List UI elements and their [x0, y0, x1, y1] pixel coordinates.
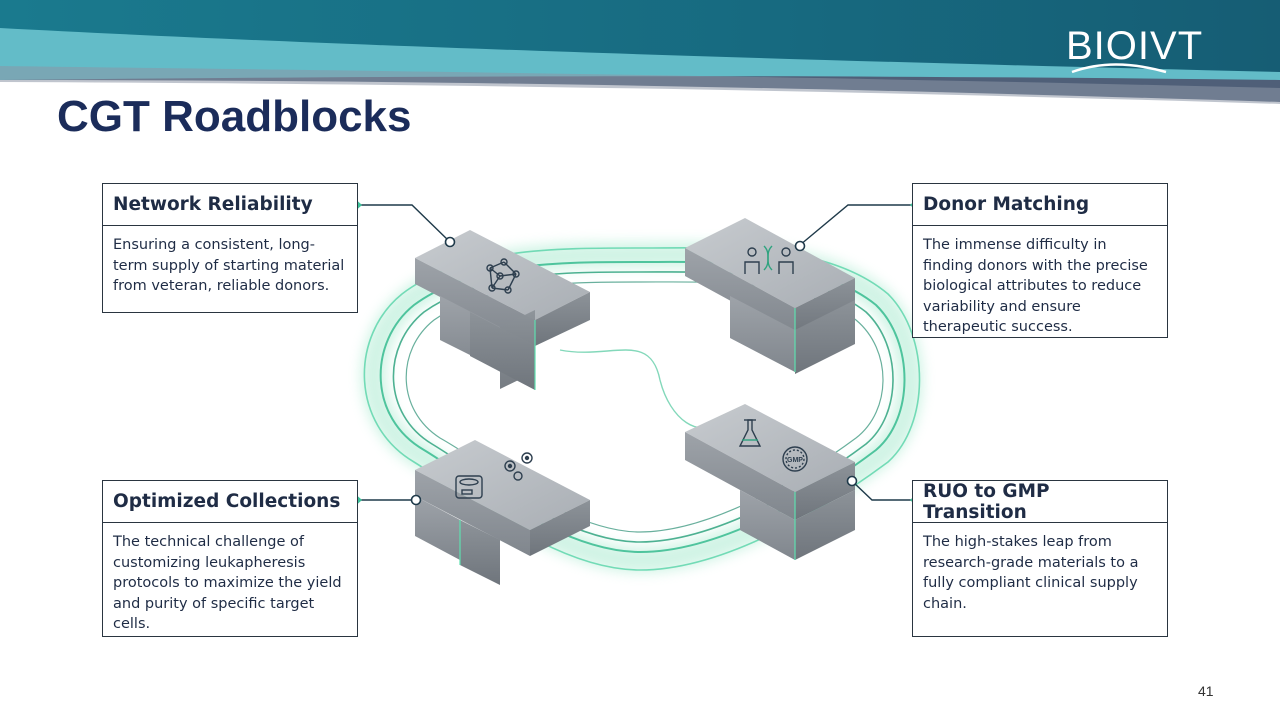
- block-donor-matching: [685, 218, 855, 374]
- block-optimized-collections: [415, 440, 590, 585]
- page-title: CGT Roadblocks: [57, 92, 412, 141]
- card-title: Optimized Collections: [103, 481, 357, 523]
- card-optimized-collections: Optimized Collections The technical chal…: [102, 480, 358, 637]
- connector-network-reliability: [352, 196, 456, 248]
- card-title: Donor Matching: [913, 184, 1167, 226]
- card-description: The technical challenge of customizing l…: [113, 534, 342, 632]
- logo-arc-icon: [1071, 63, 1167, 74]
- connector-donor-matching: [794, 196, 920, 252]
- connector-optimized-collections: [352, 491, 422, 509]
- card-title: Network Reliability: [103, 184, 357, 226]
- block-ruo-gmp: [685, 404, 855, 560]
- card-description: The immense difficulty in finding donors…: [923, 237, 1148, 335]
- logo-text: BIOIVT: [1066, 24, 1204, 68]
- card-network-reliability: Network Reliability Ensuring a consisten…: [102, 183, 358, 313]
- gmp-badge-label: GMP: [787, 457, 803, 464]
- card-title: RUO to GMP Transition: [913, 481, 1167, 523]
- centrifuge-cells-icon: [455, 452, 533, 499]
- page-number: 41: [1198, 683, 1214, 699]
- card-ruo-gmp: RUO to GMP Transition The high-stakes le…: [912, 480, 1168, 637]
- bioivt-logo: BIOIVT: [1066, 24, 1242, 74]
- header-band: [0, 0, 1280, 104]
- card-description: Ensuring a consistent, long-term supply …: [113, 237, 345, 294]
- card-donor-matching: Donor Matching The immense difficulty in…: [912, 183, 1168, 338]
- flask-gmp-icon: [738, 419, 808, 472]
- donor-dna-icon: [744, 245, 794, 274]
- network-nodes-icon: [486, 258, 520, 294]
- card-description: The high-stakes leap from research-grade…: [923, 534, 1139, 612]
